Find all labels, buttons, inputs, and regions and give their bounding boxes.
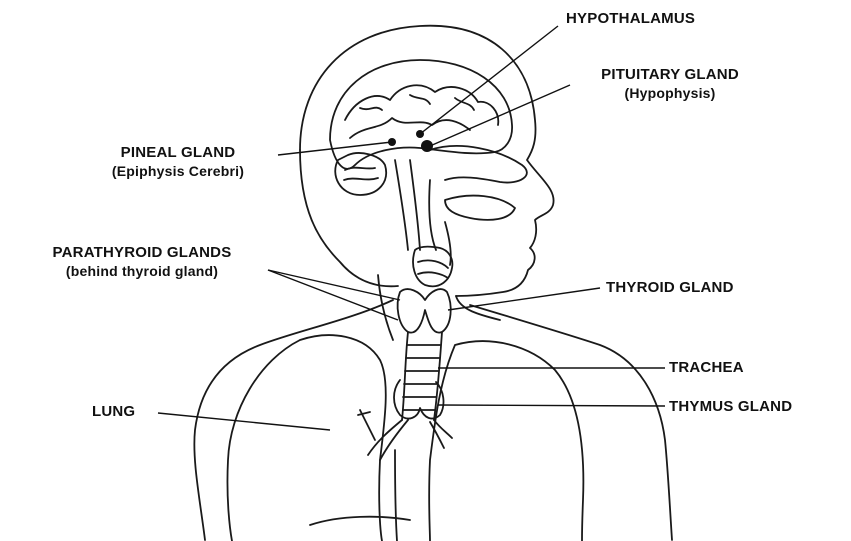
label-trachea: TRACHEA: [669, 359, 744, 377]
label-parathyroid: PARATHYROID GLANDS: [8, 244, 276, 262]
label-pituitary-group: PITUITARY GLAND (Hypophysis): [572, 66, 768, 102]
label-pineal-alt: (Epiphysis Cerebri): [80, 162, 276, 180]
label-parathyroid-note: (behind thyroid gland): [8, 262, 276, 280]
label-pineal-group: PINEAL GLAND (Epiphysis Cerebri): [80, 144, 276, 180]
label-pineal: PINEAL GLAND: [80, 144, 276, 162]
head-back-outline: [300, 150, 398, 286]
diaphragm: [310, 517, 410, 525]
label-thymus: THYMUS GLAND: [669, 398, 792, 416]
leader-thymus: [438, 405, 665, 406]
leader-thyroid: [448, 288, 600, 310]
right-lung: [429, 341, 583, 541]
label-thyroid: THYROID GLAND: [606, 279, 734, 297]
thyroid-gland: [398, 289, 451, 333]
label-parathyroid-group: PARATHYROID GLANDS (behind thyroid gland…: [8, 244, 276, 280]
left-lung: [227, 335, 385, 541]
brain-stem: [395, 160, 420, 250]
label-pituitary-alt: (Hypophysis): [572, 84, 768, 102]
label-pituitary: PITUITARY GLAND: [572, 66, 768, 84]
right-shoulder: [470, 305, 672, 540]
oral-cavity: [445, 196, 515, 220]
leader-lung: [158, 413, 330, 430]
brain-folds: [345, 85, 498, 138]
label-hypothalamus: HYPOTHALAMUS: [566, 10, 695, 28]
label-lung: LUNG: [92, 403, 135, 421]
leader-hypothalamus: [420, 26, 558, 134]
leader-pituitary: [430, 85, 570, 146]
